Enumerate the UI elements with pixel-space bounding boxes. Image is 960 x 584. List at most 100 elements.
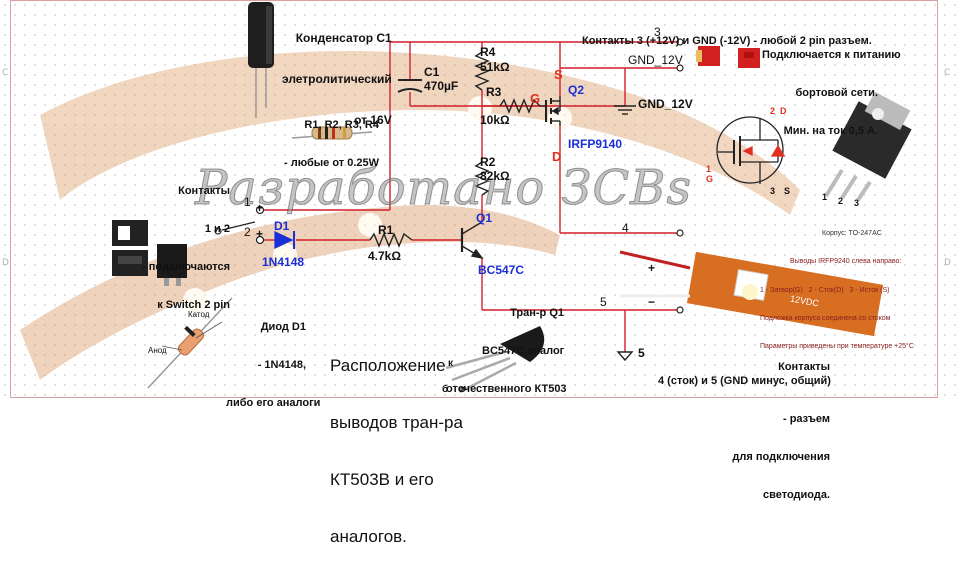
q2-pin-s: S xyxy=(554,67,563,82)
c1-value: 470µF xyxy=(424,79,459,93)
diode-image xyxy=(147,297,233,389)
ground-symbol-gnd12 xyxy=(614,105,636,115)
mosfet-pin3-label: 3 xyxy=(770,186,776,196)
diode-note: Диод D1 - 1N4148, либо его аналоги xyxy=(226,296,321,435)
resistor-r4-symbol xyxy=(474,51,490,91)
capacitor-c1-symbol xyxy=(397,79,423,93)
q1-part: BC547C xyxy=(478,263,525,277)
r4-value: 51kΩ xyxy=(480,60,510,74)
contacts-note-line2: 1 и 2 xyxy=(204,223,230,236)
border-letter-c-right: C xyxy=(944,68,951,78)
net-label-3: 3 xyxy=(654,25,661,39)
net-label-5-ground: 5 xyxy=(638,346,645,360)
led-note-line3: - разъем xyxy=(782,413,830,426)
r1-name: R1 xyxy=(378,223,394,237)
resistor-r1-symbol xyxy=(369,232,413,248)
led-note-line4: для подключения xyxy=(732,451,830,464)
led-note: Контакты xyxy=(680,336,830,399)
d1-name: D1 xyxy=(274,219,290,233)
mosfet-pin-d-label: D xyxy=(780,106,787,116)
power-note-line2: Подключается к питанию xyxy=(762,49,901,62)
pinout-note-line2: выводов тран-ра xyxy=(330,413,463,433)
r1-value: 4.7kΩ xyxy=(368,249,401,263)
mosfet-note-line1: Корпус: TO-247AC xyxy=(822,229,882,237)
diode-cathode-label: Катод xyxy=(188,310,210,319)
dot-grid xyxy=(0,0,960,401)
q2-name: Q2 xyxy=(568,83,585,97)
pkg-pin3-label: 3 xyxy=(854,198,860,208)
mosfet-pin1-label: 1 xyxy=(706,164,712,174)
led-note-rest: 4 (сток) и 5 (GND минус, общий) - разъем… xyxy=(658,350,831,527)
contacts-note-line4: к Switch 2 pin xyxy=(157,299,230,312)
led-note-line5: светодиода. xyxy=(763,489,830,502)
transistor-q1-symbol xyxy=(460,221,484,260)
q2-pin-g: G xyxy=(530,91,541,106)
mosfet-pin-g-label: G xyxy=(706,174,714,184)
resistor-image xyxy=(291,126,373,140)
q1-note-line2: BC547C аналог xyxy=(482,345,565,358)
resistor-symbols xyxy=(369,51,541,248)
mosfet-note-line3: 1 - Затвор(G) 2 - Сток(D) 3 - Исток (S) xyxy=(760,286,890,294)
plus-sign-1: + xyxy=(256,201,264,215)
pinout-note-line1: Расположение xyxy=(330,356,446,376)
q1-note: Тран-р Q1 BC547C аналог отечественного К… xyxy=(446,282,567,421)
connector-pins xyxy=(676,38,684,314)
r2-name: R2 xyxy=(480,155,496,169)
resistor-r2-symbol xyxy=(474,161,490,196)
border-letter-c-left: C xyxy=(2,68,9,78)
power-note-line1: Контакты 3 (+12V) и GND (-12V) - любой 2… xyxy=(582,35,872,48)
resistors-note: R1, R2, R3, R4 - любые от 0.25W xyxy=(284,94,379,195)
mosfet-note-line2: Выводы IRFP9240 слева направо: xyxy=(790,258,902,266)
resistors-note-line2: - любые от 0.25W xyxy=(284,157,379,170)
contacts-note: Контакты 1 и 2 - подключаются к Switch 2… xyxy=(140,160,230,337)
contacts-note-line1: Контакты xyxy=(178,185,230,198)
connector-1-2-symbol xyxy=(214,205,265,245)
led-minus-label: − xyxy=(648,295,656,309)
border-letter-d-right: D xyxy=(944,258,951,268)
net-label-2: 2 xyxy=(244,225,251,239)
plus-sign-2: + xyxy=(256,227,264,241)
net-label-gnd12-top: GND_12V xyxy=(628,53,683,67)
mosfet-note-line5: Параметры приведены при температуре +25°… xyxy=(760,343,914,351)
led-note-line2: 4 (сток) и 5 (GND минус, общий) xyxy=(658,375,831,388)
pin-label-k: к xyxy=(448,358,454,369)
c1-name: C1 xyxy=(424,65,440,79)
circuit-wires xyxy=(260,41,680,352)
diode-note-line2: - 1N4148, xyxy=(257,359,306,372)
sheet-frame xyxy=(10,0,938,398)
q2-part: IRFP9140 xyxy=(568,137,623,151)
capacitor-note: Конденсатор С1 элетролитический от 16V xyxy=(282,4,392,156)
power-connector-images xyxy=(696,46,760,68)
pkg-pin1-label: 1 xyxy=(822,192,828,202)
mosfet-note: Корпус: TO-247AC Выводы IRFP9240 слева н… xyxy=(760,210,914,370)
q1-note-line1: Тран-р Q1 xyxy=(510,307,564,320)
pin-label-e: э xyxy=(460,384,466,395)
watermark: Разработано ЗСВs xyxy=(194,160,693,217)
pinout-note-line4: аналогов. xyxy=(330,527,407,547)
diode-d1-symbol xyxy=(274,231,295,249)
resistor-r3-symbol xyxy=(499,98,541,114)
r3-name: R3 xyxy=(486,85,502,99)
r2-value: 82kΩ xyxy=(480,169,510,183)
mosfet-pin2-label: 2 xyxy=(770,106,776,116)
diode-note-line3: либо его аналоги xyxy=(226,397,321,410)
electrolytic-capacitor-image xyxy=(248,2,274,118)
schematic-canvas: C C D D xyxy=(0,0,960,546)
capacitor-note-line2: элетролитический xyxy=(282,71,392,86)
diode-anode-label: Анод xyxy=(148,346,167,355)
border-letter-d-left: D xyxy=(2,258,9,268)
led-plus-label: + xyxy=(648,261,656,275)
q2-pin-d: D xyxy=(552,149,562,164)
switch-images xyxy=(112,220,187,286)
mosfet-pinout-symbol xyxy=(716,116,786,184)
pinout-note-line3: КТ503В и его xyxy=(330,470,434,490)
to92-transistor-image xyxy=(445,326,545,394)
led-note-line1: Контакты xyxy=(778,361,830,374)
pin-label-b: б xyxy=(442,384,449,395)
ground-symbol-5 xyxy=(616,351,634,362)
diode-note-line1: Диод D1 xyxy=(260,321,306,334)
mosfet-q2-symbol xyxy=(540,96,561,126)
mosfet-pin-s-label: S xyxy=(784,186,791,196)
pinout-note: Расположение выводов тран-ра КТ503В и ег… xyxy=(330,318,463,584)
d1-part: 1N4148 xyxy=(262,255,305,269)
